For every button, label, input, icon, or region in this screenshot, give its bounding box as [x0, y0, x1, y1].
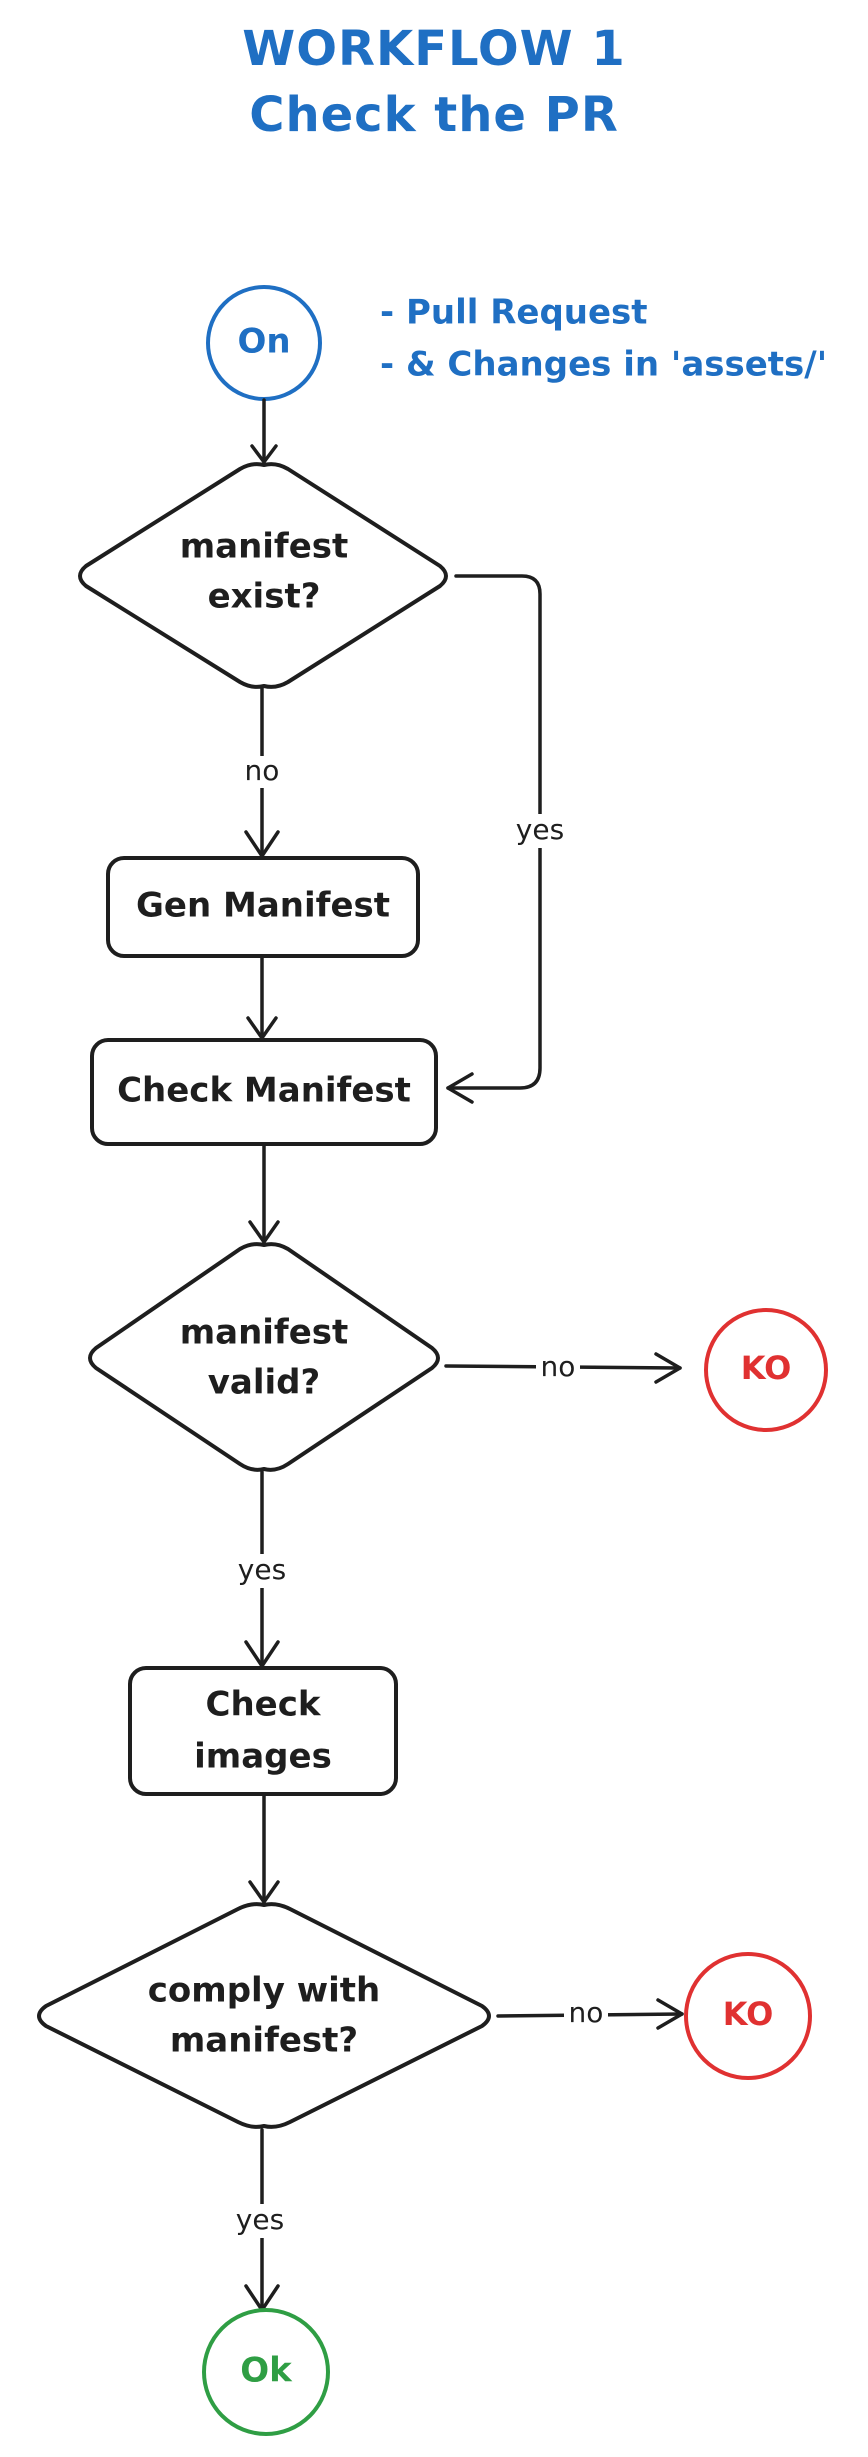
arrowhead-ko-1	[654, 1352, 682, 1384]
decision-manifest-valid[interactable]	[88, 1242, 440, 1472]
process-check-images-line-1: Check	[206, 1685, 322, 1725]
process-check-images-line-2: images	[194, 1737, 332, 1777]
edge-label-valid-yes: yes	[238, 1553, 286, 1586]
decision-comply-manifest[interactable]	[37, 1902, 491, 2129]
decision-manifest-exist-line-2: exist?	[208, 577, 321, 617]
decision-manifest-exist[interactable]	[78, 462, 448, 689]
process-gen-manifest[interactable]	[106, 856, 420, 958]
edge-label-exist-yes: yes	[516, 813, 564, 846]
arrowhead-comply	[248, 1880, 280, 1904]
arrowhead-check-manifest-yes	[446, 1072, 474, 1104]
arrowhead-valid	[248, 1220, 280, 1244]
end-node-ko-1-label: KO	[741, 1349, 792, 1387]
start-node-label: On	[237, 322, 290, 362]
edge-label-exist-no: no	[245, 754, 280, 787]
edge-label-comply-no: no	[569, 1996, 604, 2029]
end-node-ko-2-label: KO	[723, 1995, 774, 2033]
process-gen-manifest-label: Gen Manifest	[136, 886, 390, 926]
edge-label-valid-no: no	[541, 1350, 576, 1383]
end-node-ok[interactable]	[202, 2308, 330, 2436]
end-node-ko-2[interactable]	[684, 1952, 812, 2080]
trigger-changes-assets: - & Changes in 'assets/'	[380, 345, 827, 385]
process-check-manifest[interactable]	[90, 1038, 438, 1146]
process-check-manifest-label: Check Manifest	[117, 1071, 411, 1111]
arrowhead-exist	[250, 444, 278, 464]
title-line-2: Check the PR	[249, 87, 619, 143]
decision-comply-line-1: comply with	[148, 1971, 380, 2011]
decision-manifest-exist-line-1: manifest	[180, 527, 349, 567]
arrowhead-ko-2	[656, 1998, 684, 2030]
end-node-ko-1[interactable]	[704, 1308, 828, 1432]
edge-label-comply-yes: yes	[236, 2203, 284, 2236]
end-node-ok-label: Ok	[240, 2351, 293, 2391]
trigger-pull-request: - Pull Request	[380, 293, 648, 333]
title-line-1: WORKFLOW 1	[242, 21, 625, 77]
process-check-images[interactable]	[128, 1666, 398, 1796]
decision-comply-line-2: manifest?	[170, 2021, 358, 2061]
decision-manifest-valid-line-2: valid?	[208, 1363, 320, 1403]
decision-manifest-valid-line-1: manifest	[180, 1313, 349, 1353]
